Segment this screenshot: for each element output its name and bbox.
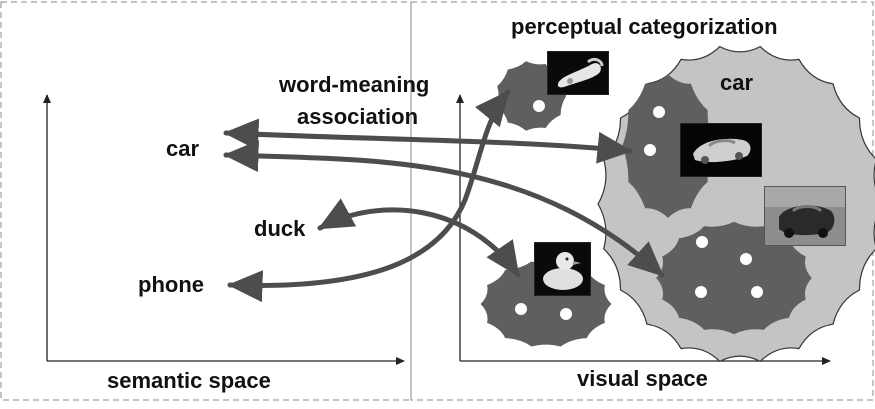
arrow-car-to-toycar-cluster xyxy=(223,118,633,164)
real-car-sample-dot xyxy=(695,286,707,298)
semantic-panel-border xyxy=(0,1,412,401)
duck-photo xyxy=(534,242,591,296)
real-car-photo xyxy=(764,186,846,246)
phone-sample-dot xyxy=(533,100,545,112)
real-car-image-icon xyxy=(765,187,845,245)
toy-car-sample-dot xyxy=(653,106,665,118)
perceptual-categorization-label: perceptual categorization xyxy=(511,14,778,39)
arrow-phone-to-phone-cluster xyxy=(227,89,511,303)
car-category-label: car xyxy=(720,70,754,95)
arrow-duck-to-duck-cluster xyxy=(317,198,521,278)
real-car-sample-dot xyxy=(740,253,752,265)
word-meaning-label-line2: association xyxy=(297,104,419,129)
duck-sample-dot xyxy=(560,308,572,320)
word-duck: duck xyxy=(254,216,306,241)
toy-car-sample-dot xyxy=(644,144,656,156)
real-car-cluster xyxy=(656,221,812,335)
arrow-car-to-realcar-cluster xyxy=(223,140,665,278)
phone-photo xyxy=(547,51,609,95)
real-car-sample-dot xyxy=(696,236,708,248)
duck-image-icon xyxy=(535,243,590,295)
phone-image-icon xyxy=(548,52,608,94)
visual-space-title: visual space xyxy=(577,366,708,391)
duck-sample-dot xyxy=(515,303,527,315)
word-meaning-label-line1: word-meaning xyxy=(279,72,430,97)
toy-car-photo xyxy=(680,123,762,177)
word-phone: phone xyxy=(138,272,204,297)
word-car: car xyxy=(166,136,200,161)
semantic-space-title: semantic space xyxy=(107,368,271,393)
real-car-sample-dot xyxy=(751,286,763,298)
toy-car-image-icon xyxy=(681,124,761,176)
